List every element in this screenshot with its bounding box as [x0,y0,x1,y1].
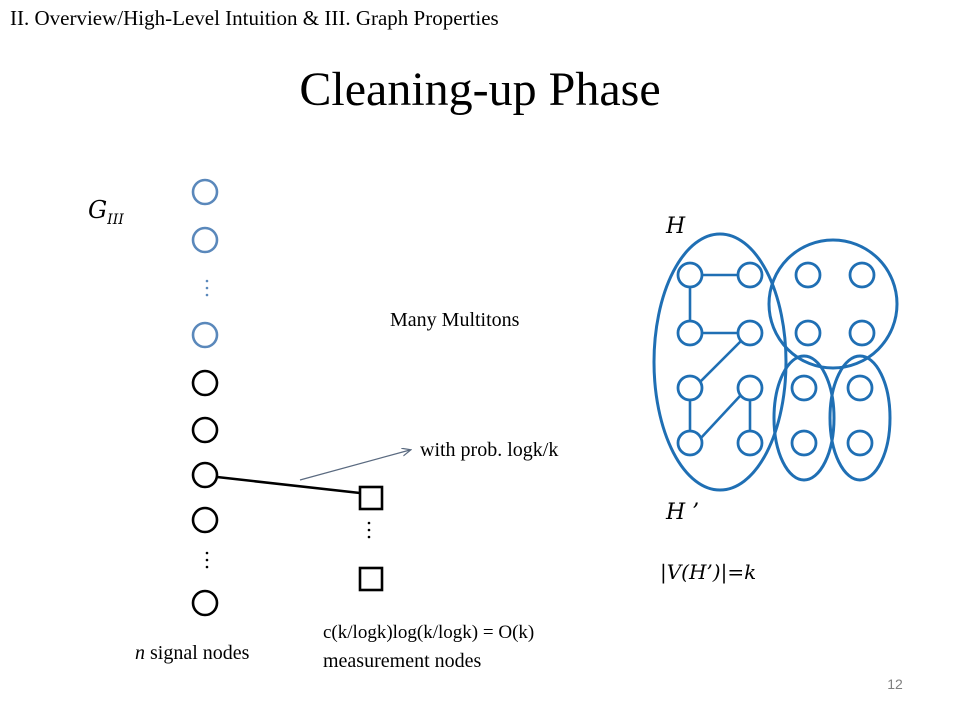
graph-node [846,429,874,457]
measurement-formula: c(k/logk)log(k/logk) = O(k) [323,622,535,643]
signal-node-blue [191,226,219,254]
graph-node [676,261,704,289]
graph-node [736,429,764,457]
ellipsis-dots [367,521,371,539]
graph-node [794,319,822,347]
graph-node [736,374,764,402]
signal-node [191,506,219,534]
ellipsis-dots-blue [205,279,209,297]
subgraph-h-prime-ellipse [652,232,788,492]
graph-label-sub: III [107,211,124,228]
measurement-node [358,485,384,511]
signal-nodes-text: signal nodes [145,642,250,664]
signal-nodes-label: n signal nodes [135,642,249,665]
graph-node [848,261,876,289]
cluster-ellipse [767,238,899,370]
graph-node [794,261,822,289]
h-prime-label: H ’ [666,500,700,525]
cluster-ellipse [828,354,892,482]
signal-node [191,461,219,489]
graph-node [790,429,818,457]
slide-title: Cleaning-up Phase [299,63,661,116]
graph-node [676,429,704,457]
graph-node [848,319,876,347]
vertex-count-label: |V(H’)|=k [660,560,757,584]
graph-node [790,374,818,402]
ellipsis-dots [205,551,209,569]
signal-count-variable: n [135,642,145,664]
measurement-node [358,566,384,592]
signal-node-blue [191,321,219,349]
h-label: H [666,214,686,239]
graph-h [652,232,899,492]
graph-label-g3: GIII [88,196,124,228]
with-probability-label: with prob. logk/k [420,439,559,461]
header: II. Overview/High-Level Intuition & III.… [10,6,499,30]
signal-node [191,369,219,397]
page-number: 12 [887,676,903,692]
probability-arrow [299,450,410,481]
graph-node [736,261,764,289]
graph-label-main: G [88,196,108,224]
signal-node [191,416,219,444]
edge-signal-to-measurement [216,475,361,495]
signal-node-blue [191,178,219,206]
graph-node [736,319,764,347]
graph-node [676,374,704,402]
graph-nodes [676,261,876,457]
signal-node [191,589,219,617]
graph-edges [688,273,752,440]
signal-nodes [191,178,219,617]
graph-node [846,374,874,402]
measurement-nodes-label: measurement nodes [323,650,482,672]
cluster-ellipse [772,354,836,482]
many-multitons-label: Many Multitons [390,309,520,331]
graph-node [676,319,704,347]
